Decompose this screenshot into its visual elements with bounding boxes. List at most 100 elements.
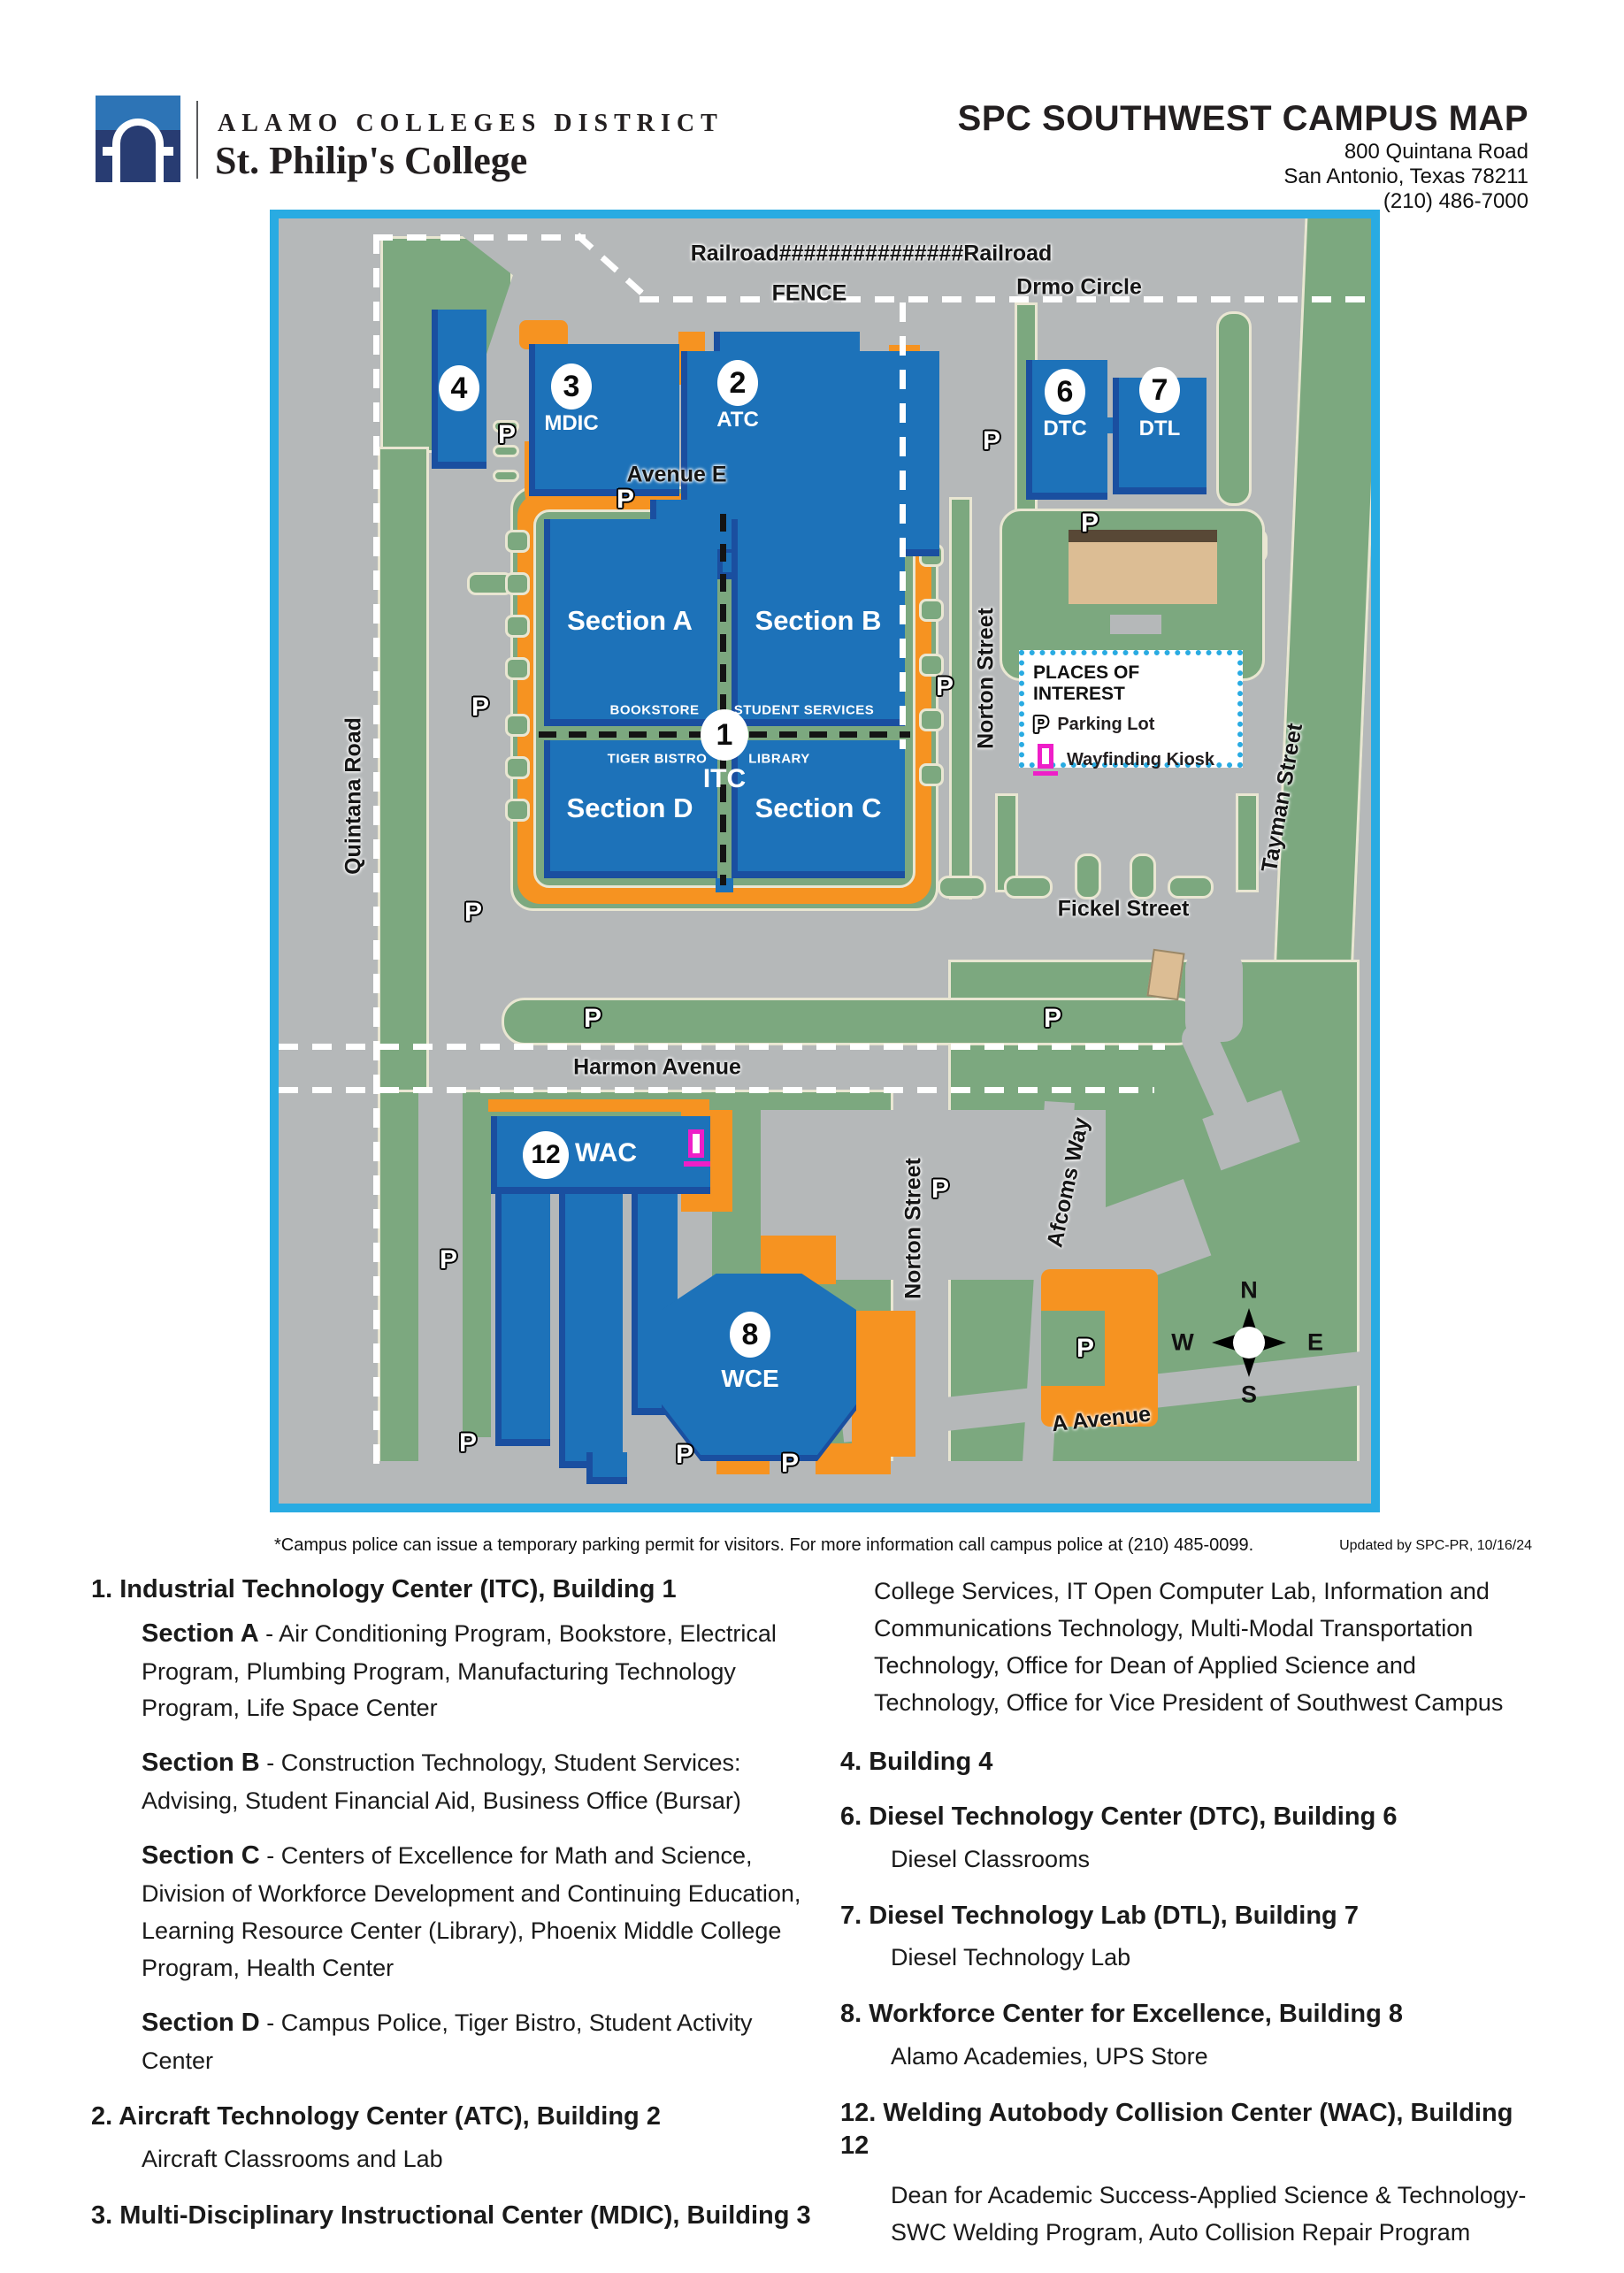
- directory-item-desc: Diesel Classrooms: [891, 1845, 1091, 1872]
- harmon-dashed-line: [279, 1087, 1154, 1093]
- green-island: [493, 470, 519, 482]
- section-desc: - Campus Police, Tiger Bistro, Student A…: [142, 2009, 753, 2074]
- directory-item-1: 1. Industrial Technology Center (ITC), B…: [91, 1573, 828, 2079]
- directory-item-title: 7. Diesel Technology Lab (DTL), Building…: [840, 1901, 1359, 1930]
- section-name: Section D: [142, 2008, 260, 2037]
- harmon-dashed-line: [279, 1044, 1165, 1050]
- parking-marker: P: [1076, 1334, 1095, 1363]
- parking-marker: P: [931, 1175, 950, 1204]
- path: [1110, 615, 1161, 634]
- green-island: [1236, 793, 1259, 892]
- legend-kiosk-label: Wayfinding Kiosk: [1067, 749, 1215, 769]
- directory-item-4: 4. Building 4: [840, 1746, 1544, 1779]
- directory-item-8: 8. Workforce Center for Excellence, Buil…: [840, 1998, 1544, 2076]
- parking-marker: P: [463, 898, 483, 927]
- parking-stub: [505, 756, 530, 779]
- parking-marker: P: [1043, 1004, 1062, 1033]
- compass-n-label: N: [1240, 1276, 1258, 1304]
- norton-street-label-lower: Norton Street: [900, 1158, 926, 1299]
- parking-marker: P: [458, 1428, 478, 1458]
- building-7-code: DTL: [1138, 417, 1181, 440]
- green-island: [1004, 876, 1053, 899]
- parking-area-orange: [816, 1443, 891, 1474]
- section-desc: - Centers of Excellence for Math and Sci…: [142, 1842, 801, 1981]
- parking-stub: [505, 530, 530, 553]
- logo-step: [163, 147, 173, 156]
- tan-building: [1069, 542, 1217, 604]
- compass-w-label: W: [1171, 1328, 1194, 1356]
- fickel-street-label: Fickel Street: [1057, 896, 1190, 922]
- directory-section-b: Section B - Construction Technology, Stu…: [91, 1743, 828, 1820]
- building-8-number: 8: [730, 1312, 770, 1358]
- directory-section-d: Section D - Campus Police, Tiger Bistro,…: [91, 2003, 828, 2080]
- legend-title: PLACES OF INTEREST: [1033, 662, 1140, 704]
- parking-stub: [505, 615, 530, 638]
- directory-right-column: College Services, IT Open Computer Lab, …: [840, 1573, 1544, 2273]
- building-3-number: 3: [551, 364, 592, 409]
- directory-item-title: 1. Industrial Technology Center (ITC), B…: [91, 1575, 677, 1603]
- building-12-code: WAC: [575, 1138, 637, 1167]
- directory-item-12: 12. Welding Autobody Collision Center (W…: [840, 2097, 1544, 2252]
- parking-marker: P: [583, 1004, 602, 1033]
- directory-item-3: 3. Multi-Disciplinary Instructional Cent…: [91, 2200, 828, 2233]
- legend-parking-label: Parking Lot: [1057, 714, 1155, 734]
- building-1-number: 1: [701, 709, 748, 761]
- parking-stub: [505, 572, 530, 595]
- building-12-wac-wing: [495, 1194, 550, 1446]
- itc-section-d-building: [544, 740, 717, 878]
- green-area: [502, 998, 1200, 1045]
- building-2-number: 2: [717, 360, 758, 406]
- parking-marker: P: [616, 485, 635, 514]
- itc-section-c-label: Section C: [755, 792, 882, 823]
- parking-marker: P: [1080, 509, 1099, 538]
- directory-item-desc: Alamo Academies, UPS Store: [891, 2042, 1208, 2070]
- building-6-code: DTC: [1043, 417, 1087, 440]
- parking-marker: P: [439, 1245, 458, 1274]
- college-name: St. Philip's College: [215, 139, 528, 182]
- green-island: [493, 420, 519, 432]
- phone-number: (210) 486-7000: [1383, 189, 1528, 213]
- map-footnote: *Campus police can issue a temporary par…: [274, 1535, 1254, 1555]
- norton-street-label-upper: Norton Street: [973, 608, 999, 749]
- address-line2: San Antonio, Texas 78211: [1283, 165, 1528, 188]
- college-logo: [96, 96, 180, 182]
- itc-section-a-label: Section A: [567, 605, 693, 636]
- building-3-code: MDIC: [544, 411, 599, 435]
- parking-marker: P: [780, 1449, 800, 1478]
- building-1-code: ITC: [702, 764, 747, 793]
- places-of-interest-legend: PLACES OF INTEREST P Parking Lot Wayfind…: [1019, 650, 1243, 776]
- compass-s-label: S: [1240, 1381, 1258, 1408]
- itc-section-a-building: [544, 519, 717, 726]
- boundary-dashed-line: [575, 233, 649, 300]
- building-small: [586, 1452, 627, 1484]
- railroad-dashed-line: [640, 296, 1371, 302]
- logo-step: [103, 147, 113, 156]
- avenue-e-label: Avenue E: [626, 462, 727, 487]
- campus-map: Railroad###############Railroad FENCE Dr…: [270, 210, 1380, 1512]
- green-island: [938, 876, 986, 899]
- building-7-number: 7: [1139, 367, 1180, 413]
- directory-section-c: Section C - Centers of Excellence for Ma…: [91, 1836, 828, 1986]
- compass-e-label: E: [1306, 1328, 1324, 1356]
- itc-library-label: LIBRARY: [748, 751, 810, 767]
- green-island: [1216, 311, 1252, 506]
- directory-item-desc: Diesel Technology Lab: [891, 1944, 1131, 1971]
- section-name: Section A: [142, 1619, 259, 1648]
- harmon-avenue-label: Harmon Avenue: [573, 1054, 741, 1080]
- logo-mission-dome-inner: [120, 126, 156, 182]
- parking-marker: P: [675, 1440, 694, 1469]
- address-line1: 800 Quintana Road: [1344, 140, 1528, 164]
- directory-item-title: 8. Workforce Center for Excellence, Buil…: [840, 2000, 1404, 2029]
- directory-item-title: 3. Multi-Disciplinary Instructional Cent…: [91, 2200, 811, 2230]
- itc-section-d-label: Section D: [566, 792, 693, 823]
- parking-marker: P: [935, 672, 954, 701]
- road: [418, 1090, 463, 1464]
- parking-stub: [505, 657, 530, 680]
- boundary-dashed-line: [373, 234, 379, 1464]
- parking-stub: [919, 708, 944, 731]
- section-desc: - Air Conditioning Program, Bookstore, E…: [142, 1619, 777, 1722]
- itc-section-b-building: [732, 519, 905, 726]
- district-name: ALAMO COLLEGES DISTRICT: [218, 110, 724, 137]
- directory-item-desc: Dean for Academic Success-Applied Scienc…: [891, 2182, 1527, 2246]
- itc-section-b-label: Section B: [755, 605, 882, 636]
